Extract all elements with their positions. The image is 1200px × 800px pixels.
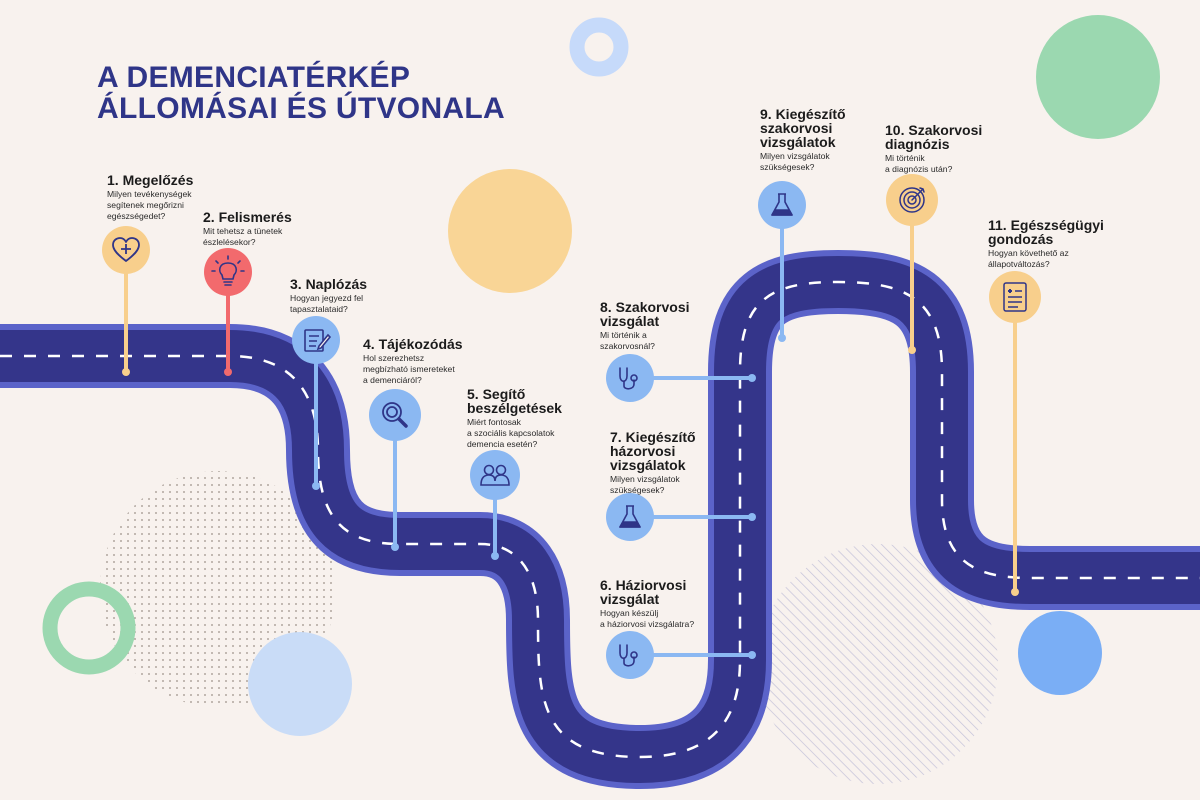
stop-title: vizsgálatok	[760, 134, 836, 150]
heart-plus-icon	[112, 237, 140, 262]
stop-title: 2. Felismerés	[203, 209, 292, 225]
pin-5	[470, 450, 520, 560]
stop-question: segítenek megőrizni	[107, 200, 184, 210]
stop-title: 1. Megelőzés	[107, 172, 194, 188]
stop-question: a szociális kapcsolatok	[467, 428, 555, 438]
road	[0, 250, 1200, 789]
magnifier-icon	[382, 402, 408, 428]
stop-title: 3. Naplózás	[290, 276, 368, 292]
stop-11-label: 11. Egészségügyi gondozás Hogyan követhe…	[988, 218, 1104, 270]
stop-title: szakorvosi	[760, 120, 833, 136]
decor-hatched-circle	[758, 544, 998, 784]
stop-title: 4. Tájékozódás	[363, 336, 463, 352]
stop-4-label: 4. Tájékozódás Hol szerezhetsz megbízhat…	[363, 337, 463, 386]
people-icon	[480, 464, 510, 486]
target-icon	[899, 187, 925, 213]
pin-4	[369, 389, 421, 551]
notepad-pen-icon	[304, 329, 332, 352]
decor-blue-circle	[1018, 611, 1102, 695]
stop-8-label: 8. Szakorvosi vizsgálat Mi történik a sz…	[600, 300, 690, 352]
stop-title: 10. Szakorvosi	[885, 122, 983, 138]
decor-green-circle	[1036, 15, 1160, 139]
stop-question: tapasztalataid?	[290, 304, 348, 314]
stop-title: 5. Segítő	[467, 386, 526, 402]
decor-yellow-circle	[448, 169, 572, 293]
medical-chart-icon	[1003, 282, 1027, 312]
stop-3-label: 3. Naplózás Hogyan jegyezd fel tapasztal…	[290, 277, 367, 315]
stop-question: a demenciáról?	[363, 375, 422, 385]
stop-question: Hogyan jegyezd fel	[290, 293, 364, 303]
pin-3	[292, 316, 340, 490]
title-line-2: ÁLLOMÁSAI ÉS ÚTVONALA	[97, 92, 505, 125]
flask-icon	[771, 193, 793, 216]
stop-question: Milyen vizsgálatok	[610, 474, 680, 484]
stop-question: állapotváltozás?	[988, 259, 1050, 269]
stop-title: vizsgálatok	[610, 457, 686, 473]
stop-question: Hogyan készülj	[600, 608, 659, 618]
stop-question: Miért fontosak	[467, 417, 521, 427]
stop-title: 7. Kiegészítő	[610, 429, 696, 445]
stop-9-label: 9. Kiegészítő szakorvosi vizsgálatok Mil…	[760, 107, 846, 173]
stop-question: Milyen vizsgálatok	[760, 151, 830, 161]
decor-light-blue-circle	[248, 632, 352, 736]
stop-question: a diagnózis után?	[885, 164, 953, 174]
stop-title: 9. Kiegészítő	[760, 106, 846, 122]
stop-question: Hol szerezhetsz	[363, 353, 425, 363]
stop-question: szükségesek?	[760, 162, 815, 172]
stop-10-label: 10. Szakorvosi diagnózis Mi történik a d…	[885, 123, 982, 175]
stop-question: demencia esetén?	[467, 439, 538, 449]
stop-question: a háziorvosi vizsgálatra?	[600, 619, 695, 629]
pin-7	[606, 493, 756, 541]
decor-green-ring	[42, 581, 136, 675]
stethoscope-icon	[619, 644, 638, 667]
stop-question: szükségesek?	[610, 485, 665, 495]
pin-6	[606, 631, 756, 679]
stop-question: Milyen tevékenységek	[107, 189, 192, 199]
stop-5-label: 5. Segítő beszélgetések Miért fontosak a…	[467, 387, 562, 450]
stop-title: gondozás	[988, 231, 1054, 247]
stop-6-label: 6. Háziorvosi vizsgálat Hogyan készülj a…	[600, 578, 694, 630]
stop-title: beszélgetések	[467, 400, 562, 416]
stop-question: észlelésekor?	[203, 237, 256, 247]
stop-question: szakorvosnál?	[600, 341, 655, 351]
page-title: A DEMENCIATÉRKÉP ÁLLOMÁSAI ÉS ÚTVONALA	[97, 62, 505, 124]
stop-title: házorvosi	[610, 443, 676, 459]
stop-title: vizsgálat	[600, 591, 660, 607]
stop-title: 6. Háziorvosi	[600, 577, 687, 593]
stop-title: 11. Egészségügyi	[988, 217, 1104, 233]
stop-1-label: 1. Megelőzés Milyen tevékenységek segíte…	[107, 173, 193, 222]
stop-2-label: 2. Felismerés Mit tehetsz a tünetek észl…	[203, 210, 292, 248]
stop-title: diagnózis	[885, 136, 950, 152]
decor-blue-ring	[569, 17, 629, 77]
pin-2	[204, 248, 252, 376]
stop-question: Mi történik	[885, 153, 925, 163]
stethoscope-icon	[619, 367, 638, 390]
stop-question: egészségedet?	[107, 211, 166, 221]
stop-question: megbízható ismereteket	[363, 364, 455, 374]
stop-title: vizsgálat	[600, 313, 660, 329]
stop-question: Mi történik a	[600, 330, 647, 340]
pin-8	[606, 354, 756, 402]
stop-title: 8. Szakorvosi	[600, 299, 690, 315]
stop-7-label: 7. Kiegészítő házorvosi vizsgálatok Mily…	[610, 430, 696, 496]
pin-9	[758, 181, 806, 342]
stop-question: Mit tehetsz a tünetek	[203, 226, 283, 236]
lightbulb-icon	[211, 255, 245, 286]
flask-icon	[619, 505, 641, 528]
stop-question: Hogyan követhető az	[988, 248, 1069, 258]
title-line-1: A DEMENCIATÉRKÉP	[97, 61, 411, 94]
